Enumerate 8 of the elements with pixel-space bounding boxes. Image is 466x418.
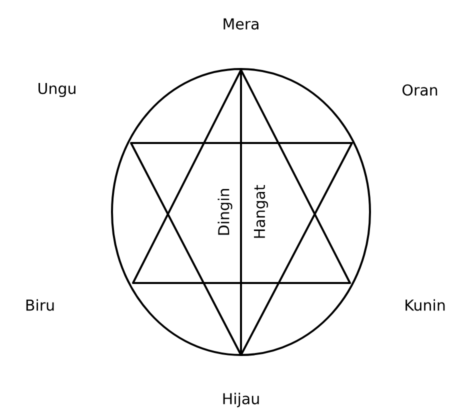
color-label: Biru — [26, 299, 54, 311]
color-label: Oran — [402, 84, 438, 96]
color-label: Ungu — [38, 82, 76, 98]
color-label: Hijau — [223, 392, 259, 408]
color-label: Mera — [224, 18, 258, 30]
color-label: Kunin — [406, 299, 445, 311]
rotated-label: Dingin — [218, 189, 232, 235]
rotated-label: Hangat — [254, 185, 268, 238]
